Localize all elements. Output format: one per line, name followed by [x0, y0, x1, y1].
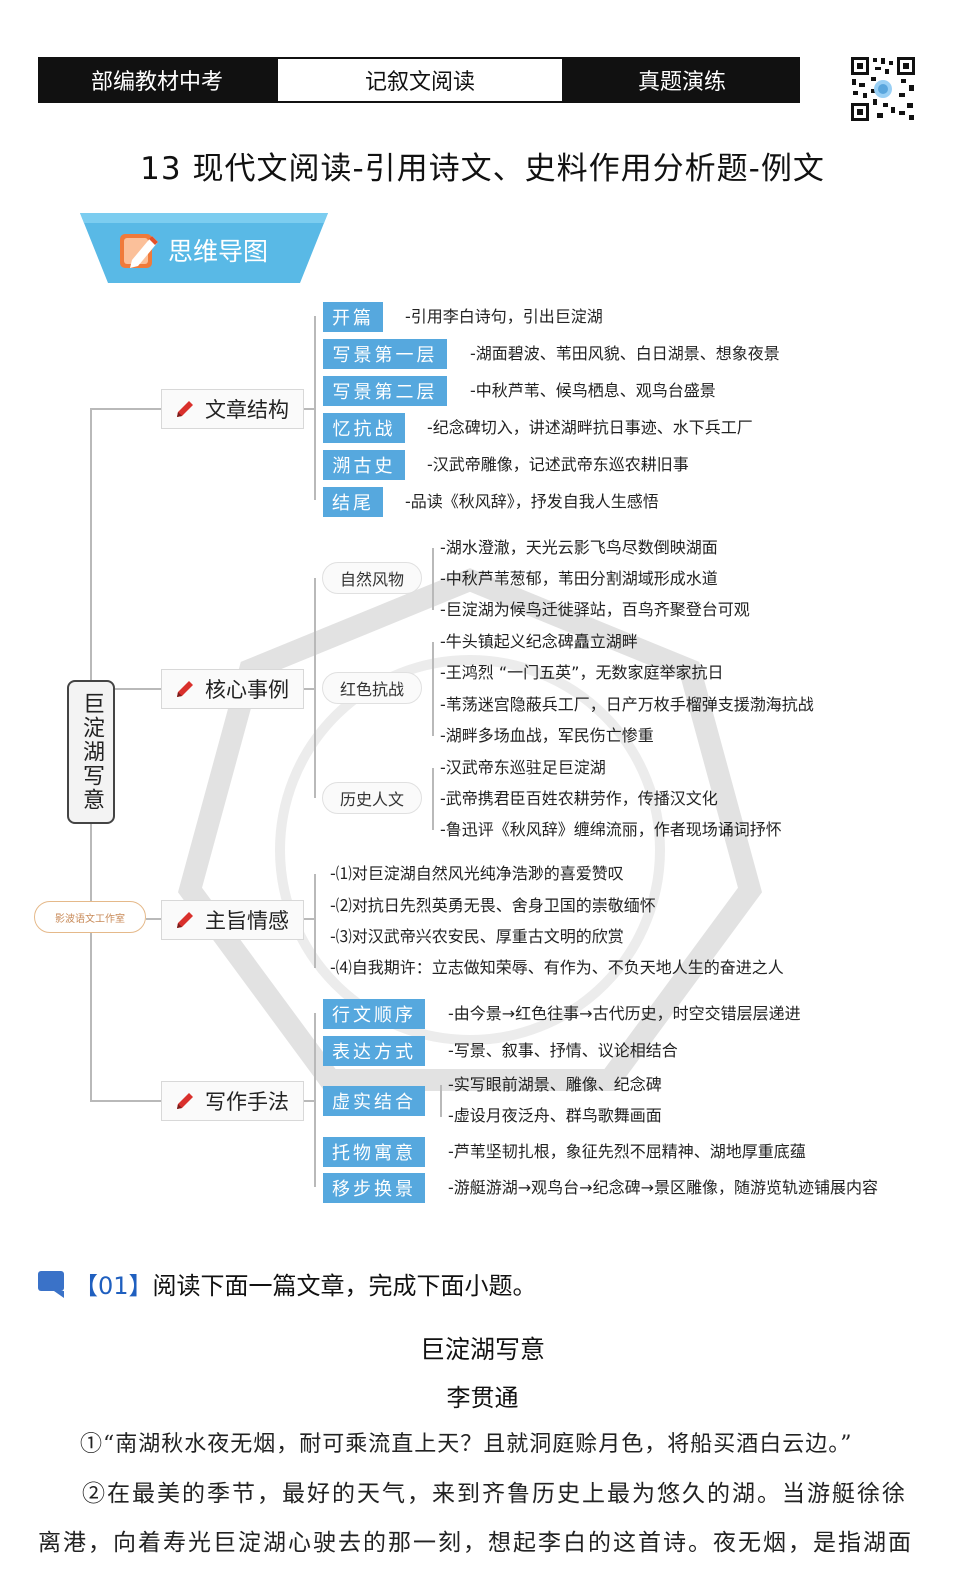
article-paragraph-2: ②在最美的季节，最好的天气，来到齐鲁历史上最为悠久的湖。当游艇徐徐离港，向着寿光…	[38, 1481, 913, 1556]
examples-subnode-history: 历史人文	[322, 782, 422, 814]
qr-code-icon	[849, 55, 917, 123]
question-prompt: 阅读下面一篇文章，完成下面小题。	[152, 1272, 537, 1300]
examples-subnode-nature: 自然风物	[322, 562, 422, 594]
examples-leaf: -王鸿烈 “一门五英”，无数家庭举家抗日	[440, 663, 724, 682]
war-bracket-line	[432, 642, 434, 736]
theme-stub-line	[304, 918, 314, 920]
mindmap-banner-label: 思维导图	[168, 237, 269, 266]
examples-leaf: -巨淀湖为候鸟迁徙驿站，百鸟齐聚登台可观	[440, 600, 750, 619]
structure-tag: 溯古史	[323, 450, 405, 480]
technique-stub-line	[304, 1100, 314, 1102]
page-title: 13 现代文阅读-引用诗文、史料作用分析题-例文	[140, 151, 825, 187]
structure-leaf: -纪念碑切入，讲述湖畔抗日事迹、水下兵工厂	[427, 418, 753, 437]
examples-leaf: -湖畔多场血战，军民伤亡惨重	[440, 726, 654, 745]
structure-tag: 结尾	[323, 487, 383, 517]
branch-node-technique: 写作手法	[161, 1081, 304, 1121]
technique-tag: 表达方式	[323, 1036, 425, 1066]
theme-leaf: -⑴对巨淀湖自然风光纯净浩渺的喜爱赞叹	[330, 864, 624, 883]
article-title: 巨淀湖写意	[419, 1335, 545, 1364]
structure-tag: 开篇	[323, 302, 383, 332]
mindmap-root-node: 巨淀湖写意	[67, 680, 115, 824]
examples-leaf: -武帝携君臣百姓农耕劳作，传播汉文化	[440, 789, 718, 808]
branch-node-examples: 核心事例	[161, 669, 304, 709]
technique-leaf: -芦苇坚韧扎根，象征先烈不屈精神、湖地厚重底蕴	[448, 1142, 806, 1161]
header-tab-narrative: 记叙文阅读	[276, 57, 564, 103]
theme-leaf: -⑶对汉武帝兴农安民、厚重古文明的欣赏	[330, 927, 624, 946]
article-author: 李贯通	[446, 1384, 519, 1412]
technique-leaf: -实写眼前湖景、雕像、纪念碑	[448, 1075, 662, 1094]
pen-icon	[177, 1093, 193, 1109]
examples-leaf: -湖水澄澈，天光云影飞鸟尽数倒映湖面	[440, 538, 718, 557]
technique-leaf: -游艇游湖→观鸟台→纪念碑→景区雕像，随游览轨迹铺展内容	[448, 1178, 878, 1197]
branch-line-structure	[90, 408, 161, 410]
technique-tag: 移步换景	[323, 1173, 425, 1203]
theme-leaf: -⑵对抗日先烈英勇无畏、舍身卫国的崇敬缅怀	[330, 896, 656, 915]
structure-leaf: -品读《秋风辞》，抒发自我人生感悟	[405, 492, 659, 511]
header-tab-textbook: 部编教材中考	[38, 57, 276, 103]
technique-tag: 行文顺序	[323, 999, 425, 1029]
pen-icon	[177, 681, 193, 697]
technique-leaf: -写景、叙事、抒情、议论相结合	[448, 1041, 678, 1060]
examples-bracket-line	[314, 578, 316, 798]
question-heading: 【01】 阅读下面一篇文章，完成下面小题。	[36, 1266, 537, 1301]
theme-leaf: -⑷自我期许：立志做知荣辱、有作为、不负天地人生的奋进之人	[330, 958, 784, 977]
structure-bracket-line	[314, 316, 316, 500]
notebook-pen-icon	[120, 234, 158, 268]
structure-leaf: -引用李白诗句，引出巨淀湖	[405, 307, 603, 326]
structure-tag: 忆抗战	[323, 413, 405, 443]
technique-bracket-line	[314, 1013, 316, 1187]
pen-icon	[177, 912, 193, 928]
branch-line-examples	[115, 688, 161, 690]
pen-icon	[177, 401, 193, 417]
theme-bracket-line	[314, 874, 316, 968]
structure-leaf: -湖面碧波、苇田风貌、白日湖景、想象夜景	[470, 344, 780, 363]
branch-node-theme: 主旨情感	[161, 900, 304, 940]
branch-node-structure: 文章结构	[161, 389, 304, 429]
examples-leaf: -中秋芦苇葱郁，苇田分割湖域形成水道	[440, 569, 718, 588]
technique-leaf: -虚设月夜泛舟、群鸟歌舞画面	[448, 1106, 662, 1125]
technique-tag: 虚实结合	[323, 1086, 425, 1116]
structure-tag: 写景第二层	[323, 376, 447, 406]
technique-tag: 托物寓意	[323, 1137, 425, 1167]
question-number: 【01】	[74, 1272, 153, 1300]
header-tab-practice: 真题演练	[564, 57, 800, 103]
speech-bubble-icon	[38, 1270, 64, 1298]
examples-leaf: -苇荡迷宫隐蔽兵工厂，日产万枚手榴弹支援渤海抗战	[440, 695, 814, 714]
virtual-real-bracket-line	[440, 1085, 442, 1117]
nature-bracket-line	[432, 548, 434, 610]
article-paragraph-1: ①“南湖秋水夜无烟，耐可乘流直上天？且就洞庭赊月色，将船买酒白云边。”	[80, 1432, 853, 1457]
examples-leaf: -牛头镇起义纪念碑矗立湖畔	[440, 632, 638, 651]
branch-label: 写作手法	[205, 1090, 289, 1114]
studio-badge: 影波语文工作室	[34, 901, 146, 933]
examples-stub-line	[304, 688, 314, 690]
branch-label: 文章结构	[205, 398, 289, 422]
examples-leaf: -汉武帝东巡驻足巨淀湖	[440, 758, 606, 777]
examples-subnode-war: 红色抗战	[322, 672, 422, 704]
structure-leaf: -中秋芦苇、候鸟栖息、观鸟台盛景	[470, 381, 716, 400]
structure-leaf: -汉武帝雕像，记述武帝东巡农耕旧事	[427, 455, 689, 474]
technique-leaf: -由今景→红色往事→古代历史，时空交错层层递进	[448, 1004, 801, 1023]
branch-line-theme	[146, 918, 161, 920]
examples-leaf: -鲁迅评《秋风辞》缠绵流丽，作者现场诵词抒怀	[440, 820, 782, 839]
history-bracket-line	[432, 768, 434, 830]
branch-label: 核心事例	[205, 678, 289, 702]
branch-line-technique	[90, 1100, 161, 1102]
structure-stub-line	[304, 408, 314, 410]
structure-tag: 写景第一层	[323, 339, 447, 369]
branch-label: 主旨情感	[205, 909, 289, 933]
